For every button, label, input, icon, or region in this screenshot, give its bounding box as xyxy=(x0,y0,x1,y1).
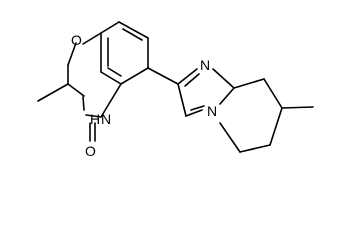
imidazole-n-bridge-label: N xyxy=(207,103,217,119)
bond xyxy=(85,114,102,118)
bond xyxy=(212,68,235,89)
bond xyxy=(177,83,187,117)
ring-oxygen-label: O xyxy=(71,32,82,48)
bond xyxy=(147,67,179,85)
structure-canvas: O O H N N N xyxy=(37,21,314,159)
carbonyl-oxygen-label: O xyxy=(85,143,96,159)
bond xyxy=(281,106,314,109)
double-bond-inner xyxy=(190,105,205,111)
bond xyxy=(82,32,102,45)
bond xyxy=(100,83,122,118)
bond xyxy=(67,42,77,66)
double-bond-inner xyxy=(122,28,143,41)
bond xyxy=(120,67,149,85)
benzene-ring xyxy=(100,21,149,85)
bond xyxy=(37,83,69,102)
bond xyxy=(239,144,271,153)
bond xyxy=(263,78,283,109)
bond xyxy=(185,109,203,117)
bond xyxy=(100,71,122,85)
bond xyxy=(100,21,120,34)
bond xyxy=(233,78,265,89)
amide-n-label: N xyxy=(101,111,111,127)
bond xyxy=(82,96,85,111)
imidazopyridine-ring xyxy=(177,68,314,153)
bond xyxy=(67,83,85,97)
double-bond-inner xyxy=(184,73,200,87)
imidazole-n-top-label: N xyxy=(200,57,210,73)
bond xyxy=(219,122,241,153)
bond xyxy=(219,87,235,105)
bond xyxy=(177,68,198,85)
linker xyxy=(147,67,179,85)
amide-h-label: H xyxy=(90,111,100,127)
bond xyxy=(269,107,283,146)
double-bond-inner xyxy=(107,67,122,77)
bond xyxy=(118,21,149,39)
oxazinone-ring xyxy=(37,32,122,142)
